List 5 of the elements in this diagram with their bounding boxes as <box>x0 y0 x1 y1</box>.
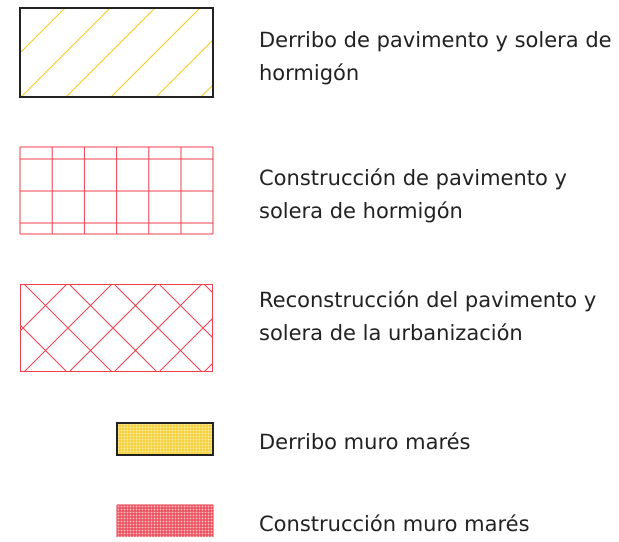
legend-label: Derribo muro marés <box>259 429 472 456</box>
legend-label: Construcción de pavimento y solera de hormigón <box>259 165 568 225</box>
legend-label: Derribo de pavimento y solera de hormigón <box>259 27 613 87</box>
legend-label: Reconstrucción del pavimento y solera de la urbanización <box>259 287 598 347</box>
legend-label: Construcción muro marés <box>259 511 531 538</box>
